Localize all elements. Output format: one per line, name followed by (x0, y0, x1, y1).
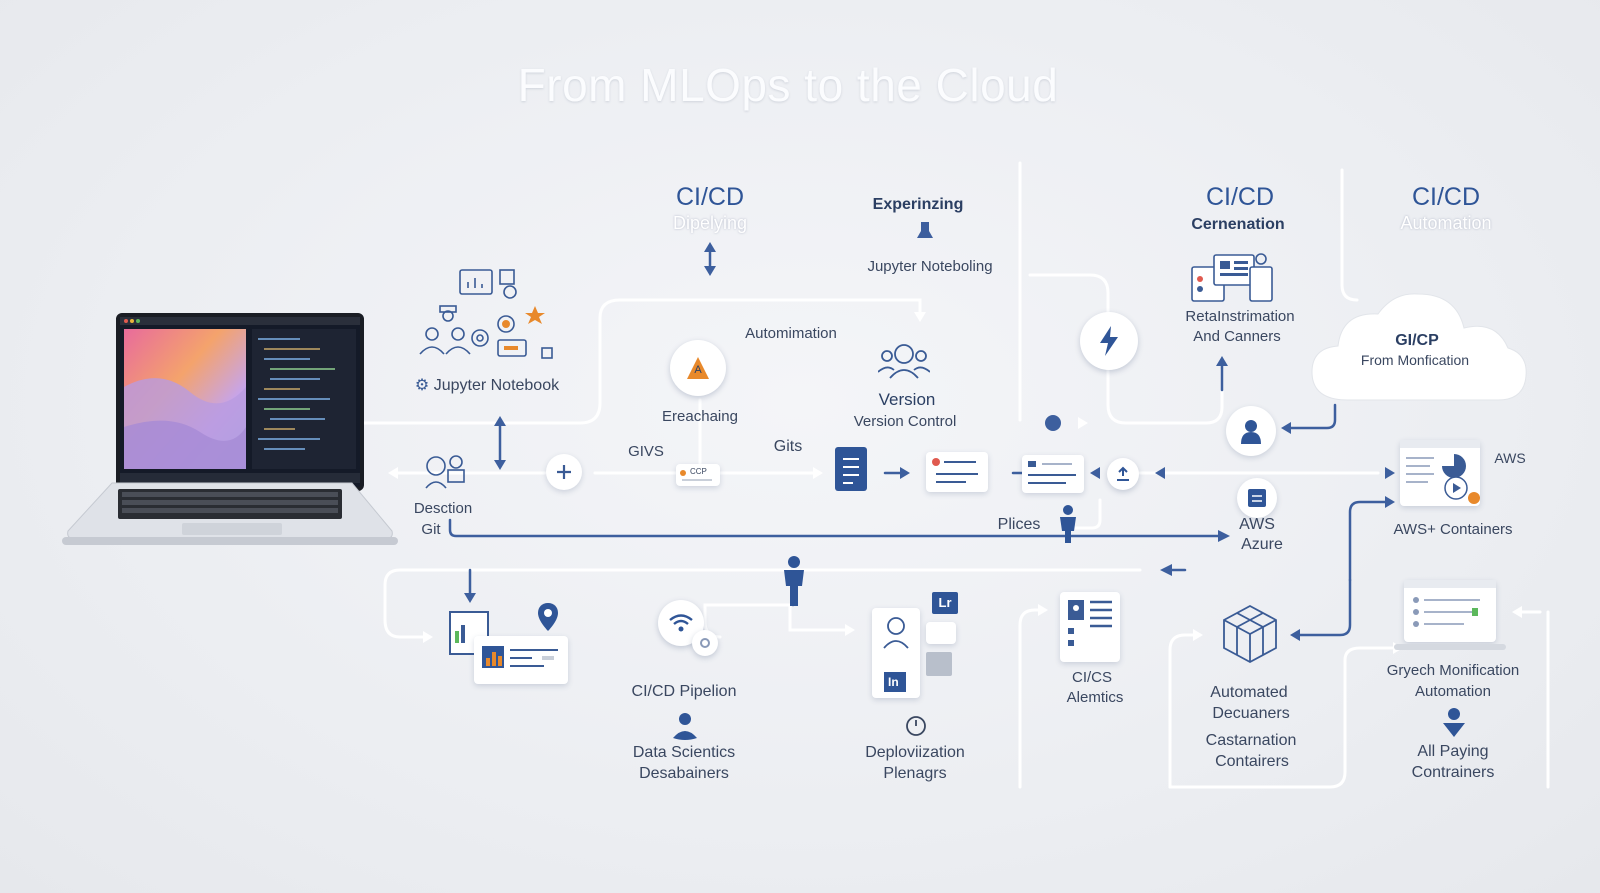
ereachaing-label: Ereachaing (662, 408, 738, 425)
experinzing-header: Experinzing (872, 196, 964, 213)
alemtics-label: Alemtics (1066, 689, 1124, 706)
lr-badge: Lr (932, 592, 958, 614)
and-canners-label: And Canners (1193, 328, 1281, 345)
monitor-card (1404, 580, 1496, 642)
contrainers-label: Contrainers (1411, 764, 1495, 781)
gicp-label: GI/CP (1395, 332, 1439, 349)
user-icon (673, 713, 697, 740)
contairers-label: Contairers (1215, 753, 1289, 770)
cicd-header-3-sub: Automation (1400, 213, 1492, 233)
data-scientics-label: Data Scientics (632, 744, 736, 761)
automation-label: Automation (1415, 683, 1491, 700)
laptop-keyboard (62, 482, 398, 545)
jupyter-noteboling-label: Jupyter Noteboling (867, 258, 993, 275)
standing-person-icon (784, 556, 804, 606)
ccp-card: CCP (676, 464, 720, 486)
castarnation-label: Castarnation (1205, 732, 1297, 749)
svg-text:A: A (694, 364, 702, 376)
desabainers-label: Desabainers (639, 765, 729, 782)
aws-azure-icon (1237, 478, 1277, 518)
small-card-2 (926, 652, 952, 676)
lightning-gear-icon (1080, 312, 1138, 370)
cicd-header-2: CI/CD (1205, 183, 1275, 211)
person-icon (1060, 505, 1076, 543)
location-pin-icon (538, 603, 558, 631)
aws-containers-label: AWS+ Containers (1393, 521, 1513, 538)
alert-card (926, 452, 988, 492)
cicd-pipelion-label: CI/CD Pipelion (631, 683, 737, 700)
azure-label: Azure (1241, 536, 1283, 553)
analytics-card (1060, 592, 1120, 662)
aws-dashboard-card (1400, 440, 1480, 506)
gear-icon: A (670, 340, 726, 396)
chart-card (474, 636, 568, 684)
document-icon (835, 447, 867, 491)
cube-icon (1223, 604, 1277, 664)
cicd-header-2-sub: Cernenation (1191, 216, 1285, 233)
deploviization-label: Deploviization (865, 744, 965, 761)
user-lock-icon (1226, 406, 1276, 456)
jupyter-notebook-label: ⚙ Jupyter Notebook (414, 377, 560, 394)
desction-label: Desction (413, 500, 473, 517)
cicd-header-1: CI/CD (675, 183, 745, 211)
upload-gear-icon (1107, 458, 1139, 490)
laptop-icon (116, 313, 364, 491)
user-pair-icon (425, 455, 465, 489)
gryech-monification-label: Gryech Monification (1386, 662, 1520, 679)
page-title: From MLOps to the Cloud (517, 59, 1059, 111)
cloud-icon (1311, 293, 1527, 401)
clock-icon (906, 716, 926, 736)
retainstrimation-label: RetaInstrimation (1185, 308, 1295, 325)
automimation-label: Automimation (745, 325, 837, 342)
small-gear-icon (692, 630, 718, 656)
aws-label: AWS (1239, 516, 1275, 533)
cics-label: CI/CS (1071, 669, 1113, 686)
git-label: Git (421, 521, 441, 538)
retainstrimation-icon (1191, 253, 1273, 302)
location-user-icon (1443, 708, 1465, 737)
aws-right-label: AWS (1494, 450, 1526, 466)
small-card-1 (926, 622, 956, 644)
decuaners-label: Decuaners (1212, 705, 1290, 722)
team-icons-cluster (419, 269, 553, 359)
status-card (1022, 455, 1084, 493)
version-label: Version (878, 390, 936, 409)
gear-icon: ⚙ (414, 377, 430, 394)
automated-label: Automated (1210, 684, 1288, 701)
monitor-stand (1394, 644, 1506, 650)
plenagrs-label: Plenagrs (883, 765, 947, 782)
from-monfication-label: From Monfication (1360, 352, 1470, 368)
plices-label: Plices (997, 516, 1041, 533)
gits-label: Gits (773, 438, 803, 455)
plus-button[interactable] (546, 454, 582, 490)
version-control-label: Version Control (853, 413, 957, 430)
givs-label: GIVS (628, 443, 664, 460)
all-paying-label: All Paying (1417, 743, 1489, 760)
cicd-header-3: CI/CD (1411, 183, 1481, 211)
team-user-icon (878, 344, 930, 379)
cicd-header-1-sub: Dipelying (672, 213, 748, 233)
profile-card: In (872, 608, 920, 698)
